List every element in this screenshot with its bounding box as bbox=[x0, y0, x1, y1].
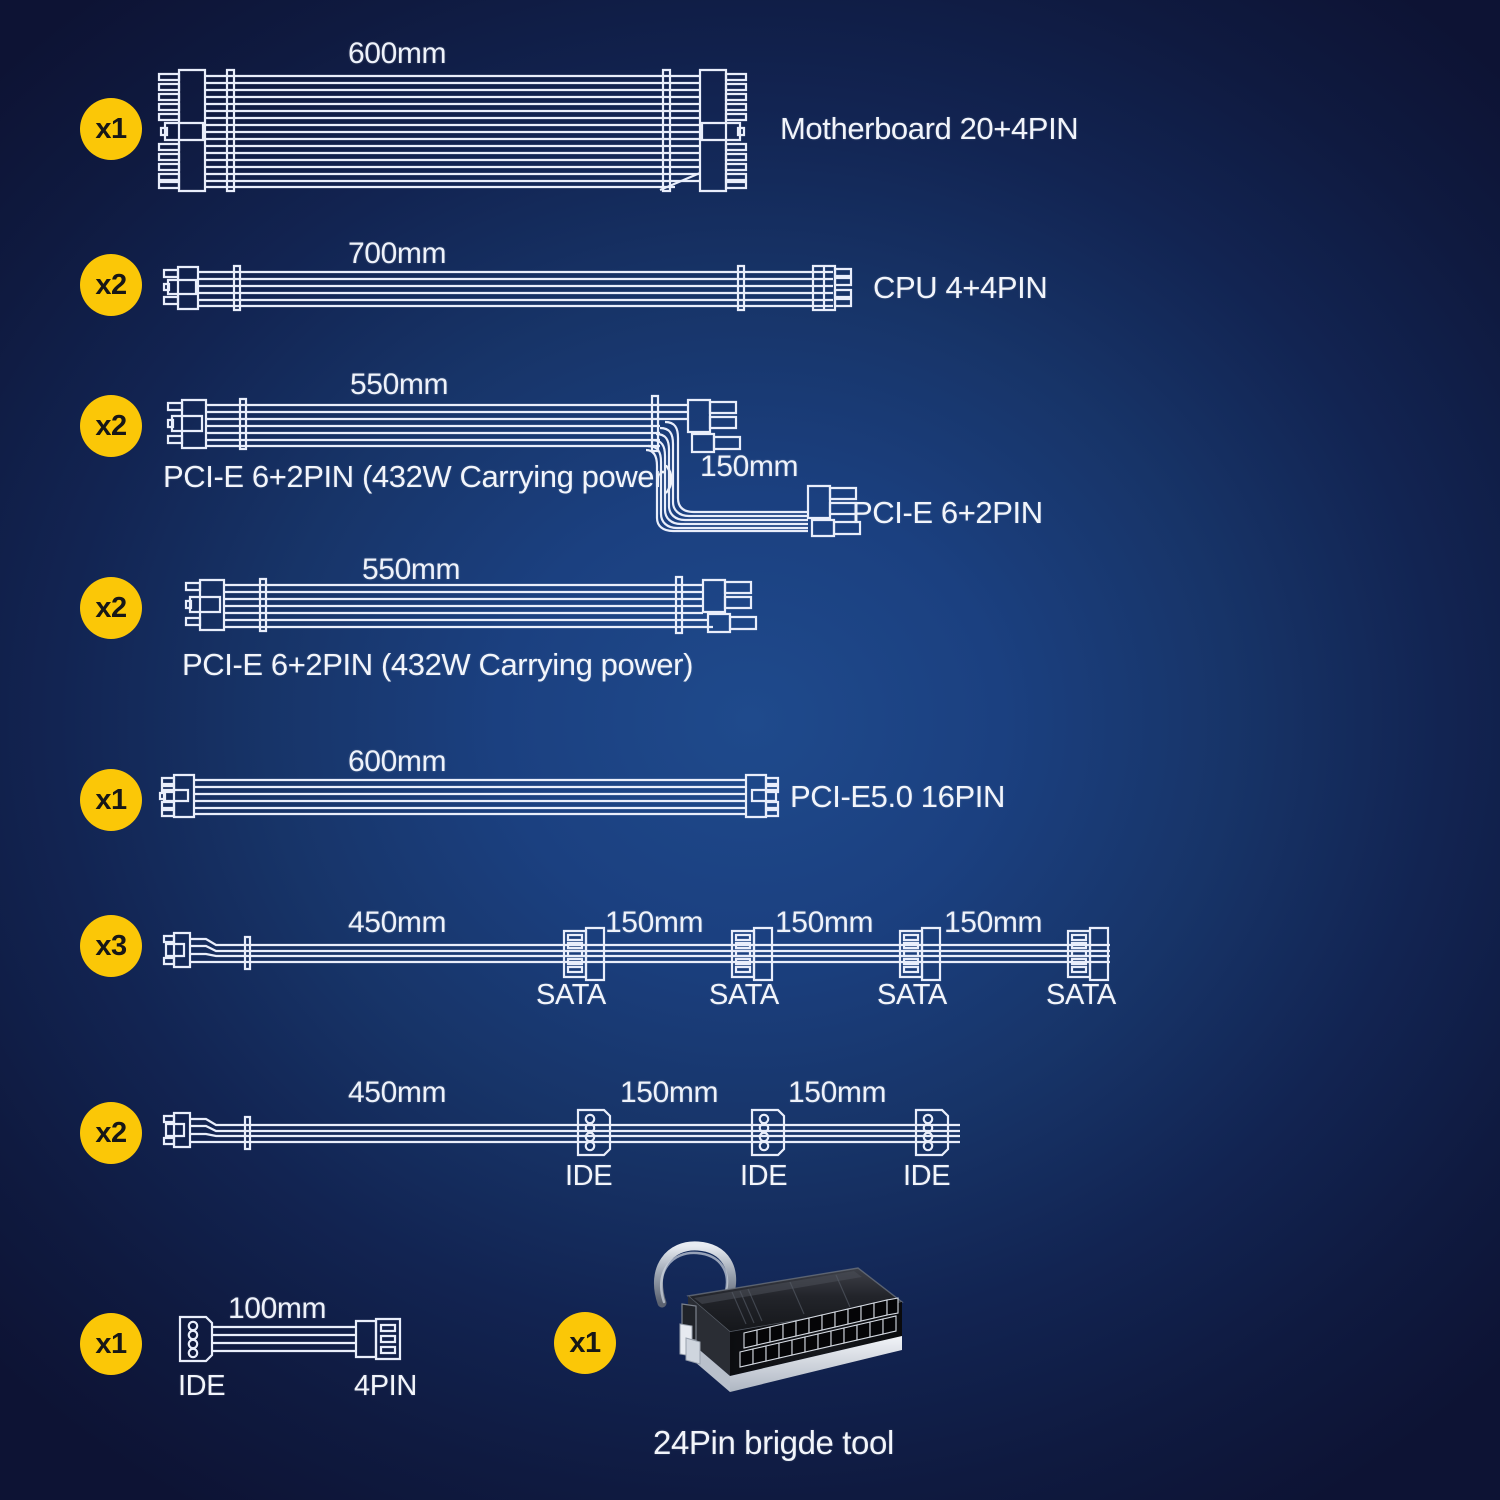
connector-label-motherboard: Motherboard 20+4PIN bbox=[780, 111, 1079, 146]
cable-art-ide-4pin bbox=[178, 1315, 408, 1363]
branch-length-label-pcie-split: 150mm bbox=[700, 450, 799, 483]
length-label-sata-1: 150mm bbox=[605, 906, 704, 939]
connector-label-ide-0: IDE bbox=[565, 1160, 613, 1192]
length-label-pcie-single: 550mm bbox=[362, 553, 461, 586]
qty-badge-ide: x2 bbox=[80, 1102, 142, 1164]
qty-badge-pcie-split: x2 bbox=[80, 395, 142, 457]
connector-label-pcie5: PCI-E5.0 16PIN bbox=[790, 779, 1005, 814]
qty-badge-sata: x3 bbox=[80, 915, 142, 977]
cable-art-cpu bbox=[158, 265, 858, 311]
connector-label-pcie-single: PCI-E 6+2PIN (432W Carrying power) bbox=[182, 647, 693, 682]
length-label-ide-0: 450mm bbox=[348, 1076, 447, 1109]
length-label-cpu: 700mm bbox=[348, 237, 447, 270]
cable-art-pcie5 bbox=[158, 773, 778, 819]
connector-label-sata-0: SATA bbox=[536, 979, 606, 1011]
connector-label-bridge-tool: 24Pin brigde tool bbox=[653, 1424, 894, 1461]
cable-art-pcie-split bbox=[160, 398, 850, 533]
qty-badge-pcie5: x1 bbox=[80, 769, 142, 831]
length-label-sata-2: 150mm bbox=[775, 906, 874, 939]
length-label-sata-3: 150mm bbox=[944, 906, 1043, 939]
connector-label-sata-2: SATA bbox=[877, 979, 947, 1011]
length-label-motherboard: 600mm bbox=[348, 37, 447, 70]
qty-badge-bridge-tool: x1 bbox=[554, 1312, 616, 1374]
connector-label-sata-3: SATA bbox=[1046, 979, 1116, 1011]
connector-label-ide-4pin-right: 4PIN bbox=[354, 1370, 417, 1402]
cable-art-pcie-single bbox=[178, 578, 768, 636]
qty-badge-motherboard: x1 bbox=[80, 98, 142, 160]
length-label-pcie-split: 550mm bbox=[350, 368, 449, 401]
length-label-ide-2: 150mm bbox=[788, 1076, 887, 1109]
connector-label-pcie-split: PCI-E 6+2PIN (432W Carrying power) bbox=[163, 459, 674, 494]
length-label-ide-1: 150mm bbox=[620, 1076, 719, 1109]
connector-label-ide-2: IDE bbox=[903, 1160, 951, 1192]
connector-label-cpu: CPU 4+4PIN bbox=[873, 270, 1048, 305]
qty-badge-cpu: x2 bbox=[80, 254, 142, 316]
connector-label-ide-4pin-left: IDE bbox=[178, 1370, 226, 1402]
cable-art-sata bbox=[160, 925, 1110, 980]
bridge-tool-image bbox=[653, 1241, 904, 1392]
length-label-pcie5: 600mm bbox=[348, 745, 447, 778]
length-label-sata-0: 450mm bbox=[348, 906, 447, 939]
qty-badge-pcie-single: x2 bbox=[80, 577, 142, 639]
connector-label-sata-1: SATA bbox=[709, 979, 779, 1011]
cable-art-ide bbox=[160, 1105, 960, 1160]
branch-connector-label-pcie-split: PCI-E 6+2PIN bbox=[852, 495, 1043, 530]
connector-label-ide-1: IDE bbox=[740, 1160, 788, 1192]
qty-badge-ide-4pin: x1 bbox=[80, 1313, 142, 1375]
length-label-ide-4pin: 100mm bbox=[228, 1292, 327, 1325]
cable-art-motherboard bbox=[155, 68, 775, 193]
